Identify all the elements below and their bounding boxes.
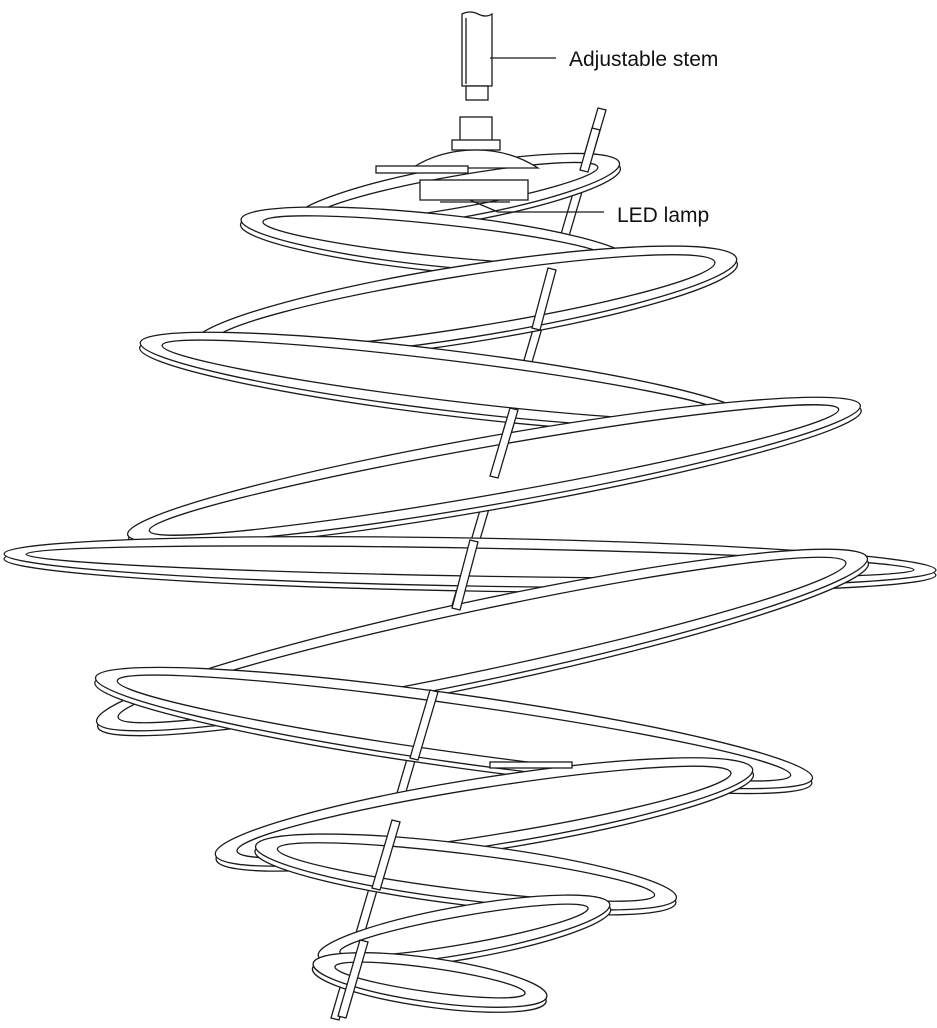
lamp-housing: [375, 116, 541, 174]
band-outer: [94, 666, 814, 790]
label-adjustable-stem: Adjustable stem: [569, 48, 718, 71]
bottom-fitting: [489, 761, 573, 769]
led-lamp: [419, 179, 529, 203]
label-led-lamp: LED lamp: [617, 204, 709, 227]
spiral-ribbon: [3, 152, 937, 1013]
band-inner: [117, 556, 847, 724]
central-rod-front: [337, 127, 601, 1019]
band-outer: [312, 952, 548, 1008]
adjustable-stem: [461, 11, 493, 101]
band-inner: [334, 961, 526, 999]
band-inner: [236, 765, 732, 859]
band-outer: [254, 833, 678, 911]
band-inner: [339, 903, 589, 957]
band-inner: [148, 404, 840, 536]
band-outer: [317, 894, 611, 966]
callout-stem: Adjustable stem: [490, 48, 718, 71]
band-inner: [276, 842, 656, 902]
callout-led: LED lamp: [469, 199, 709, 227]
spiral-band: [311, 952, 548, 1013]
band-inner: [116, 674, 792, 782]
spiral-band: [317, 894, 612, 971]
